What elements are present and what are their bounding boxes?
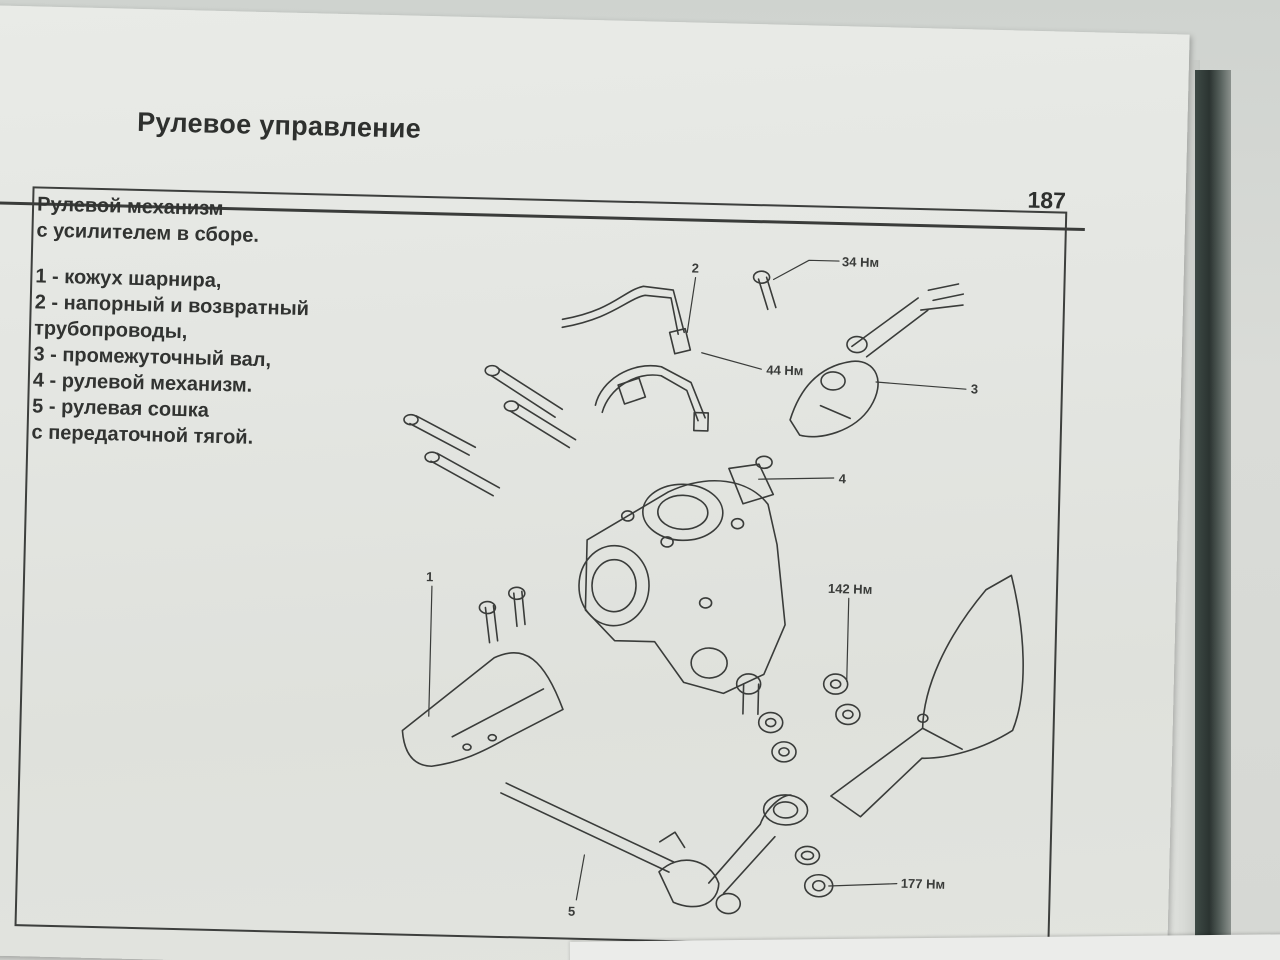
torque-label: 142 Нм — [827, 580, 873, 597]
pitman-arm-drawing — [500, 782, 809, 915]
torque-label: 34 Нм — [841, 254, 880, 271]
steering-assembly-drawing — [401, 259, 1024, 915]
bolts-drawing — [403, 270, 777, 497]
callout-number: 1 — [425, 569, 434, 585]
steering-gear-drawing — [578, 455, 786, 716]
joint-cover-drawing — [401, 586, 564, 768]
callout-number: 3 — [970, 381, 979, 397]
shield-drawing — [830, 574, 1024, 818]
torque-label: 44 Нм — [766, 362, 804, 379]
callout-number: 4 — [838, 471, 847, 487]
pipes-drawing — [561, 285, 710, 432]
manual-page: Рулевое управление 187 Рулевой механизм … — [0, 5, 1190, 960]
leader-lines — [428, 259, 967, 901]
torque-label: 177 Нм — [900, 875, 946, 892]
book-spine — [1195, 70, 1231, 950]
callout-number: 5 — [567, 903, 576, 919]
intermediate-shaft-drawing — [789, 283, 965, 438]
callout-number: 2 — [691, 260, 700, 276]
